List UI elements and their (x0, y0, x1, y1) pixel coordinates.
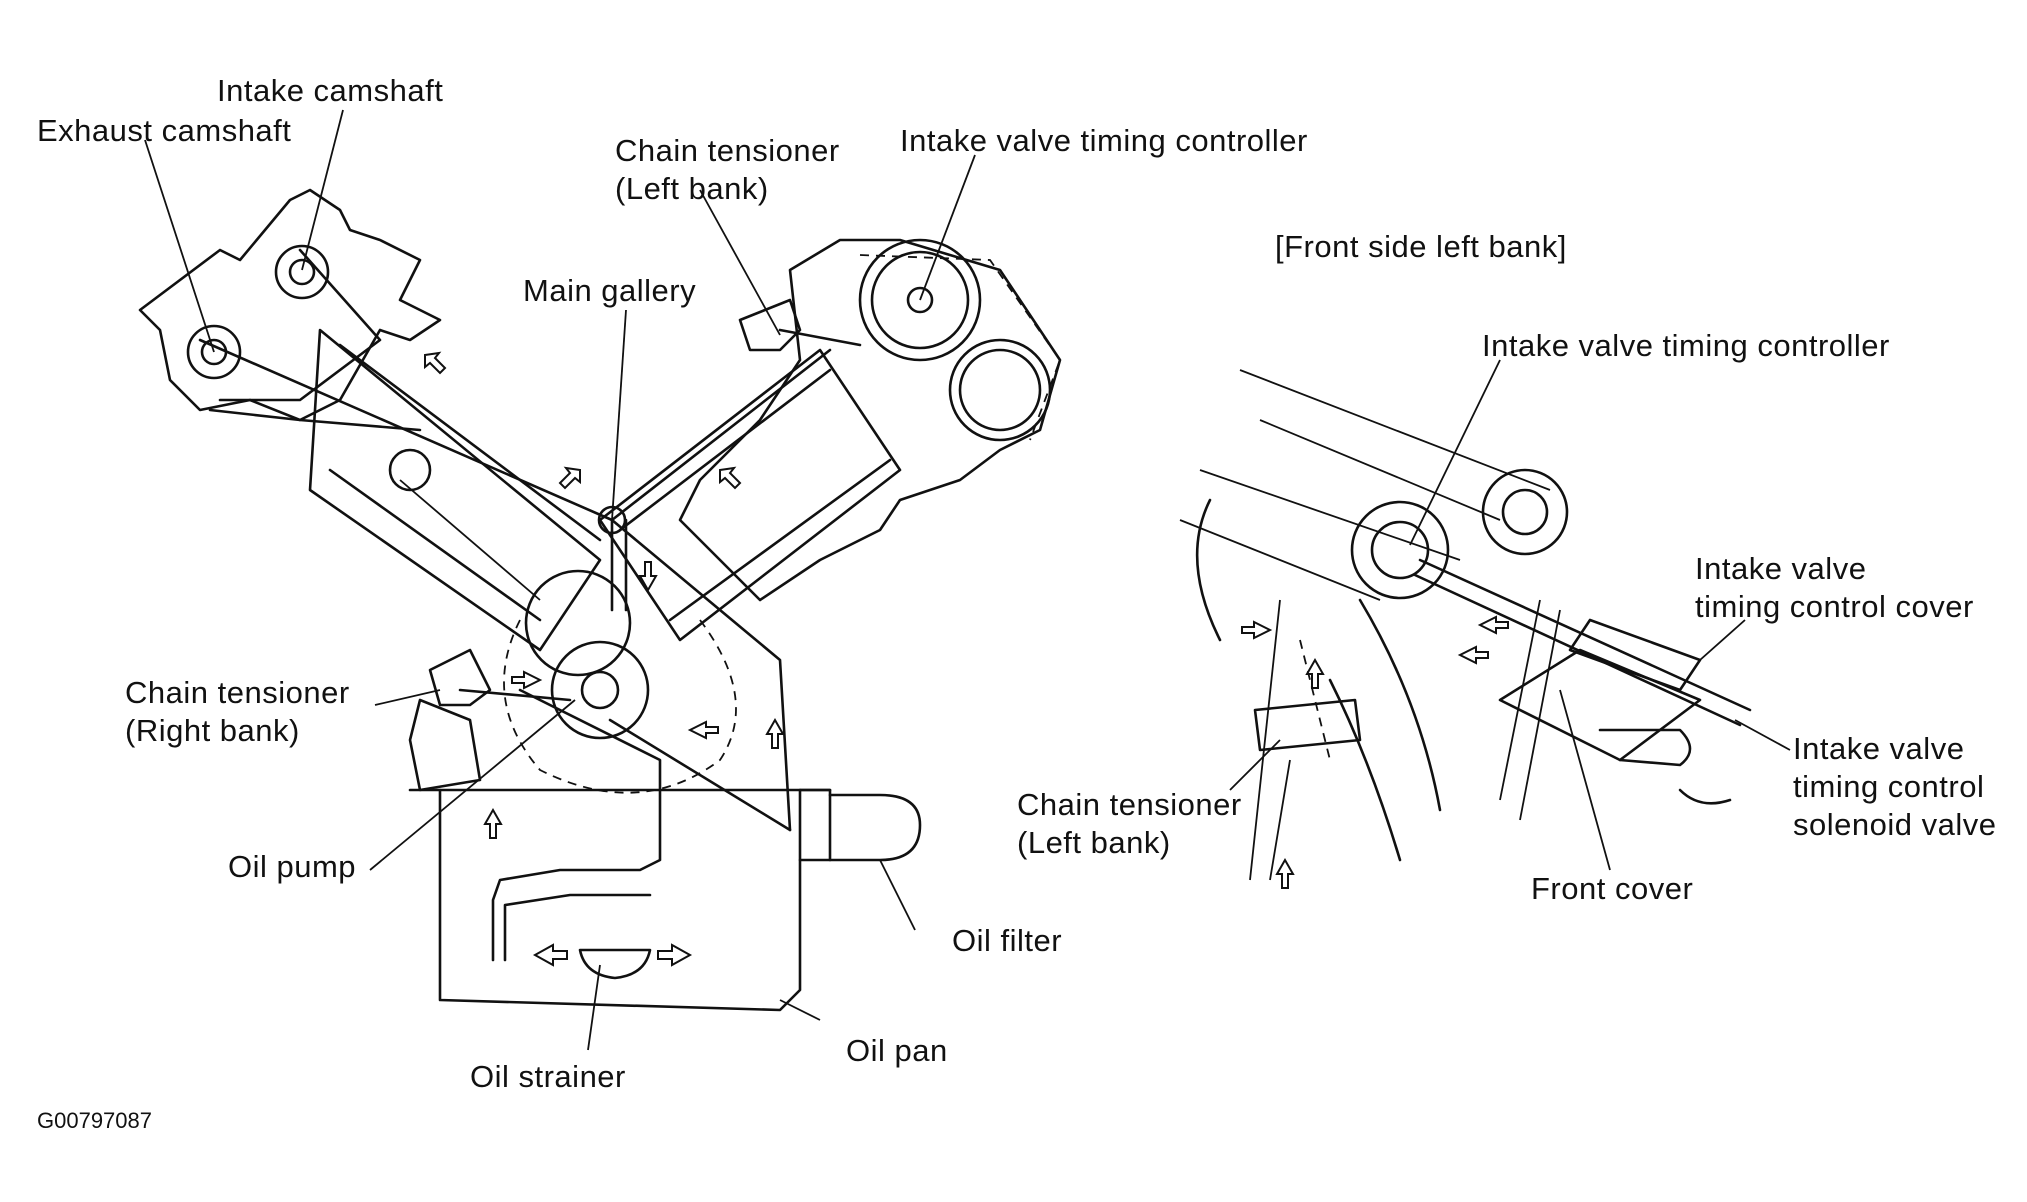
label-oil-pump: Oil pump (228, 849, 357, 884)
leader-lines (144, 109, 1791, 1051)
oil-passages (198, 248, 862, 962)
inset-label-chain-tensioner-left-bank: Chain tensioner (Left bank) (1017, 787, 1242, 860)
label-oil-filter: Oil filter (952, 923, 1063, 958)
inset-label-timing-control-cover: Intake valve timing control cover (1695, 551, 1974, 624)
label-oil-pan: Oil pan (846, 1033, 948, 1068)
inset-label-intake-valve-timing-controller: Intake valve timing controller (1482, 328, 1890, 363)
chain-tensioner-right-bank (428, 648, 492, 707)
oil-filter-body (798, 788, 922, 862)
flow-arrows (424, 351, 785, 967)
label-main-gallery: Main gallery (523, 273, 697, 308)
label-chain-tensioner-right-bank: Chain tensioner (Right bank) (125, 675, 350, 748)
intake-camshaft-sprocket (274, 244, 330, 300)
label-exhaust-camshaft: Exhaust camshaft (37, 113, 292, 148)
right-cylinder-head (678, 238, 1062, 602)
label-oil-strainer: Oil strainer (470, 1059, 626, 1094)
left-cylinder-block (308, 328, 602, 652)
figure-id: G00797087 (37, 1108, 152, 1133)
inset-sprocket-intake (1350, 500, 1450, 600)
chain-tensioner-left-bank (738, 298, 802, 352)
crankcase (408, 569, 832, 1012)
left-cylinder-head (138, 188, 442, 432)
inset-label-timing-control-solenoid-valve: Intake valve timing control solenoid val… (1793, 731, 1997, 842)
label-intake-valve-timing-controller: Intake valve timing controller (900, 123, 1308, 158)
oil-pump-body (550, 640, 650, 740)
inset-sprocket-exhaust (1481, 468, 1569, 556)
inset-label-front-cover: Front cover (1531, 871, 1694, 906)
oil-strainer-body (578, 948, 652, 980)
right-cylinder-block (598, 348, 902, 642)
label-intake-camshaft: Intake camshaft (217, 73, 444, 108)
label-chain-tensioner-left-bank: Chain tensioner (Left bank) (615, 133, 840, 206)
inset-drawing (1179, 369, 1752, 889)
inset-title: [Front side left bank] (1275, 229, 1567, 264)
